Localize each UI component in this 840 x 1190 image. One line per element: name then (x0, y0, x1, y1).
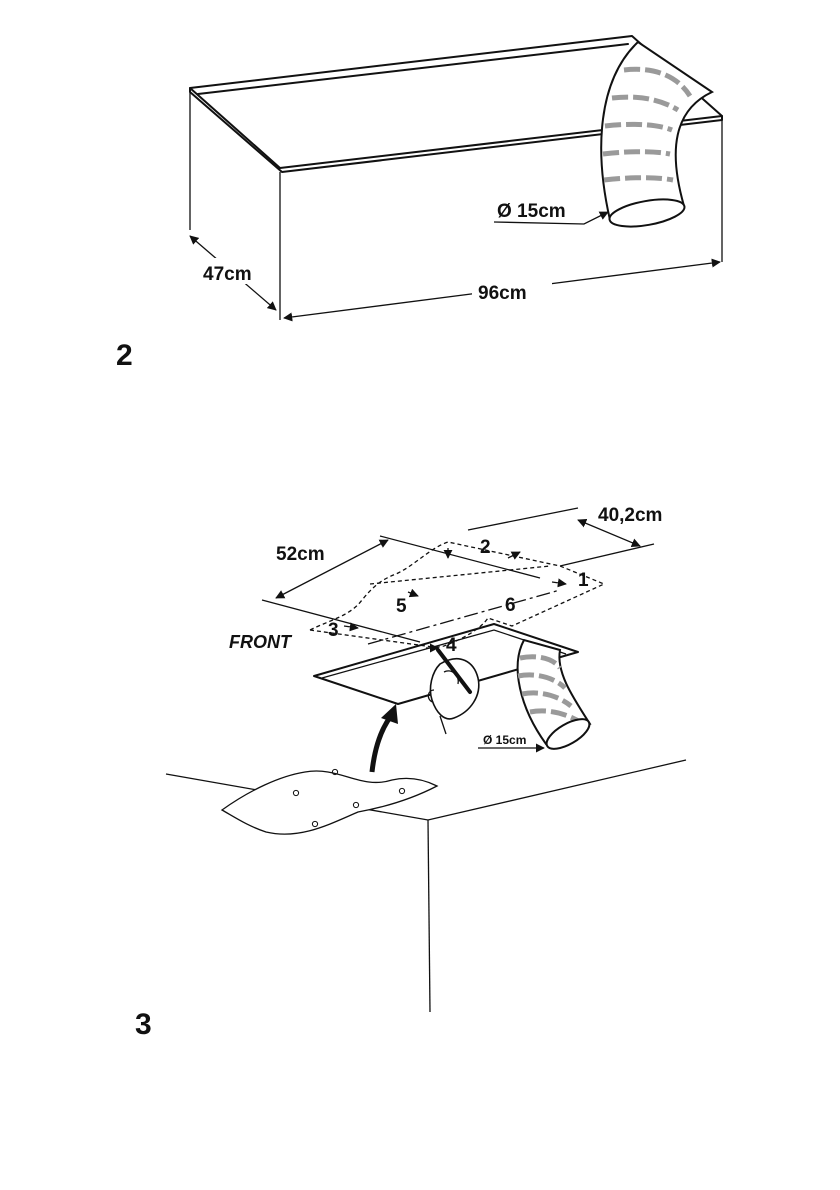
duct-figure-3 (518, 640, 594, 755)
point-6: 6 (505, 595, 516, 616)
width-label-3: 40,2cm (598, 505, 662, 526)
figure-number-3: 3 (135, 1008, 152, 1041)
duct-diameter-label: Ø 15cm (497, 201, 566, 222)
lift-arrow (372, 704, 398, 772)
width-label: 96cm (478, 283, 527, 304)
point-2: 2 (480, 537, 491, 558)
point-markers (344, 548, 566, 648)
point-5: 5 (396, 596, 407, 617)
template-sheet (222, 769, 437, 834)
figure-number-2: 2 (116, 339, 133, 372)
point-4: 4 (446, 635, 457, 656)
length-label: 52cm (276, 544, 325, 565)
depth-label: 47cm (203, 264, 252, 285)
duct-figure-2 (601, 42, 712, 231)
duct-diameter-label-3: Ø 15cm (483, 733, 526, 747)
point-3: 3 (328, 620, 339, 641)
hand-with-pen (428, 650, 478, 734)
front-label: FRONT (229, 632, 293, 652)
point-1: 1 (578, 570, 589, 591)
